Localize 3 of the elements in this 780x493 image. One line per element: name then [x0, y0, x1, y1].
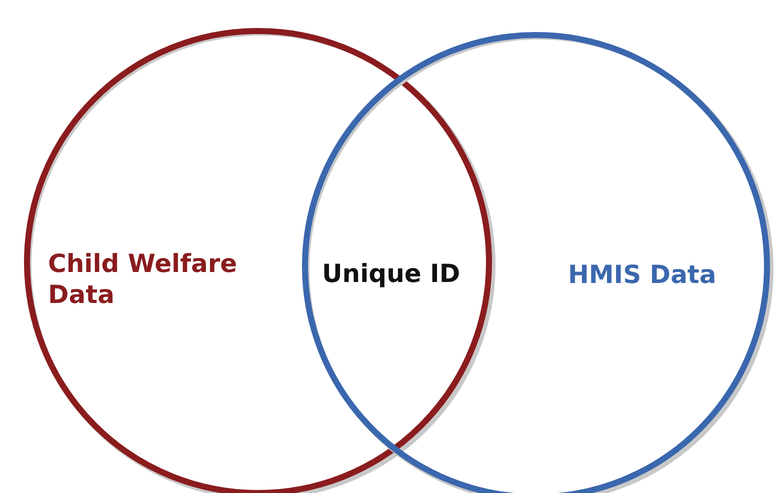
overlap-label: Unique ID — [322, 258, 460, 289]
circle-label: HMIS Data — [568, 259, 718, 290]
circle-label: Child Welfare Data — [48, 248, 238, 310]
